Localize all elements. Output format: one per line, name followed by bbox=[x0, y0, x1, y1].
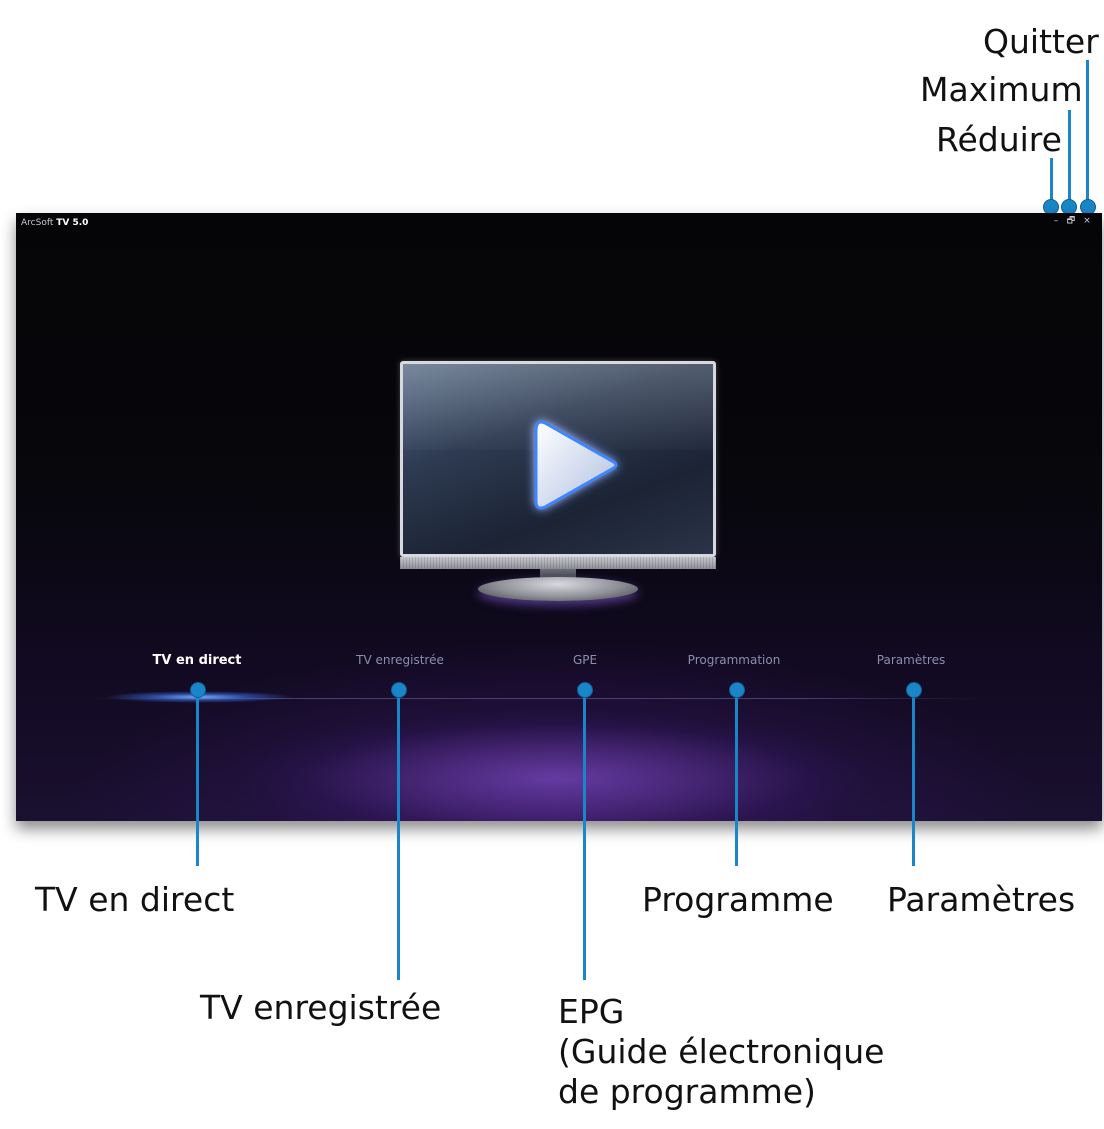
tv-stand bbox=[478, 577, 638, 601]
callout-epg-line1: EPG bbox=[558, 992, 625, 1031]
callout-recorded-tv: TV enregistrée bbox=[200, 988, 442, 1027]
callout-maximum: Maximum bbox=[920, 70, 1083, 109]
callout-dot-recorded-tv bbox=[391, 682, 407, 698]
callout-quit: Quitter bbox=[983, 22, 1099, 61]
close-button[interactable]: × bbox=[1083, 216, 1091, 226]
callout-line-reduce bbox=[1050, 158, 1053, 206]
callout-line-schedule bbox=[735, 690, 738, 866]
callout-line-settings bbox=[912, 690, 915, 866]
tv-bezel bbox=[400, 557, 716, 569]
callout-epg-line2: (Guide électronique bbox=[558, 1032, 885, 1071]
app-title: ArcSoft TV 5.0 bbox=[21, 218, 88, 228]
tv-screen[interactable] bbox=[400, 361, 716, 557]
app-title-brand: ArcSoft bbox=[21, 218, 54, 228]
callout-dot-epg bbox=[577, 682, 593, 698]
callout-line-quit bbox=[1086, 60, 1089, 206]
app-window: ArcSoft TV 5.0 – 🗗 × TV en direct TV enr bbox=[16, 213, 1102, 821]
menu-track bbox=[86, 698, 986, 699]
callout-schedule: Programme bbox=[642, 880, 834, 919]
menu-item-live-tv[interactable]: TV en direct bbox=[152, 653, 242, 668]
menu-item-schedule[interactable]: Programmation bbox=[687, 653, 781, 667]
tv-neck bbox=[540, 569, 576, 579]
menu-item-settings[interactable]: Paramètres bbox=[876, 653, 946, 667]
callout-dot-settings bbox=[906, 682, 922, 698]
menu-item-recorded-tv[interactable]: TV enregistrée bbox=[356, 653, 444, 667]
callout-reduce: Réduire bbox=[936, 120, 1062, 159]
callout-line-maximum bbox=[1068, 110, 1071, 206]
callout-line-live-tv bbox=[196, 690, 199, 866]
menu-item-epg[interactable]: GPE bbox=[572, 653, 598, 667]
minimize-button[interactable]: – bbox=[1053, 216, 1059, 226]
callout-live-tv: TV en direct bbox=[35, 880, 235, 919]
callout-dot-live-tv bbox=[190, 682, 206, 698]
callout-line-epg bbox=[583, 690, 586, 980]
callout-epg: EPG (Guide électronique de programme) bbox=[558, 992, 884, 1112]
tv-speaker bbox=[400, 557, 716, 569]
app-title-product: TV 5.0 bbox=[56, 218, 89, 228]
callout-epg-line3: de programme) bbox=[558, 1072, 816, 1111]
restore-button[interactable]: 🗗 bbox=[1066, 216, 1076, 226]
play-icon[interactable] bbox=[400, 361, 716, 557]
callout-line-recorded-tv bbox=[397, 690, 400, 980]
callout-settings: Paramètres bbox=[887, 880, 1076, 919]
callout-dot-schedule bbox=[729, 682, 745, 698]
